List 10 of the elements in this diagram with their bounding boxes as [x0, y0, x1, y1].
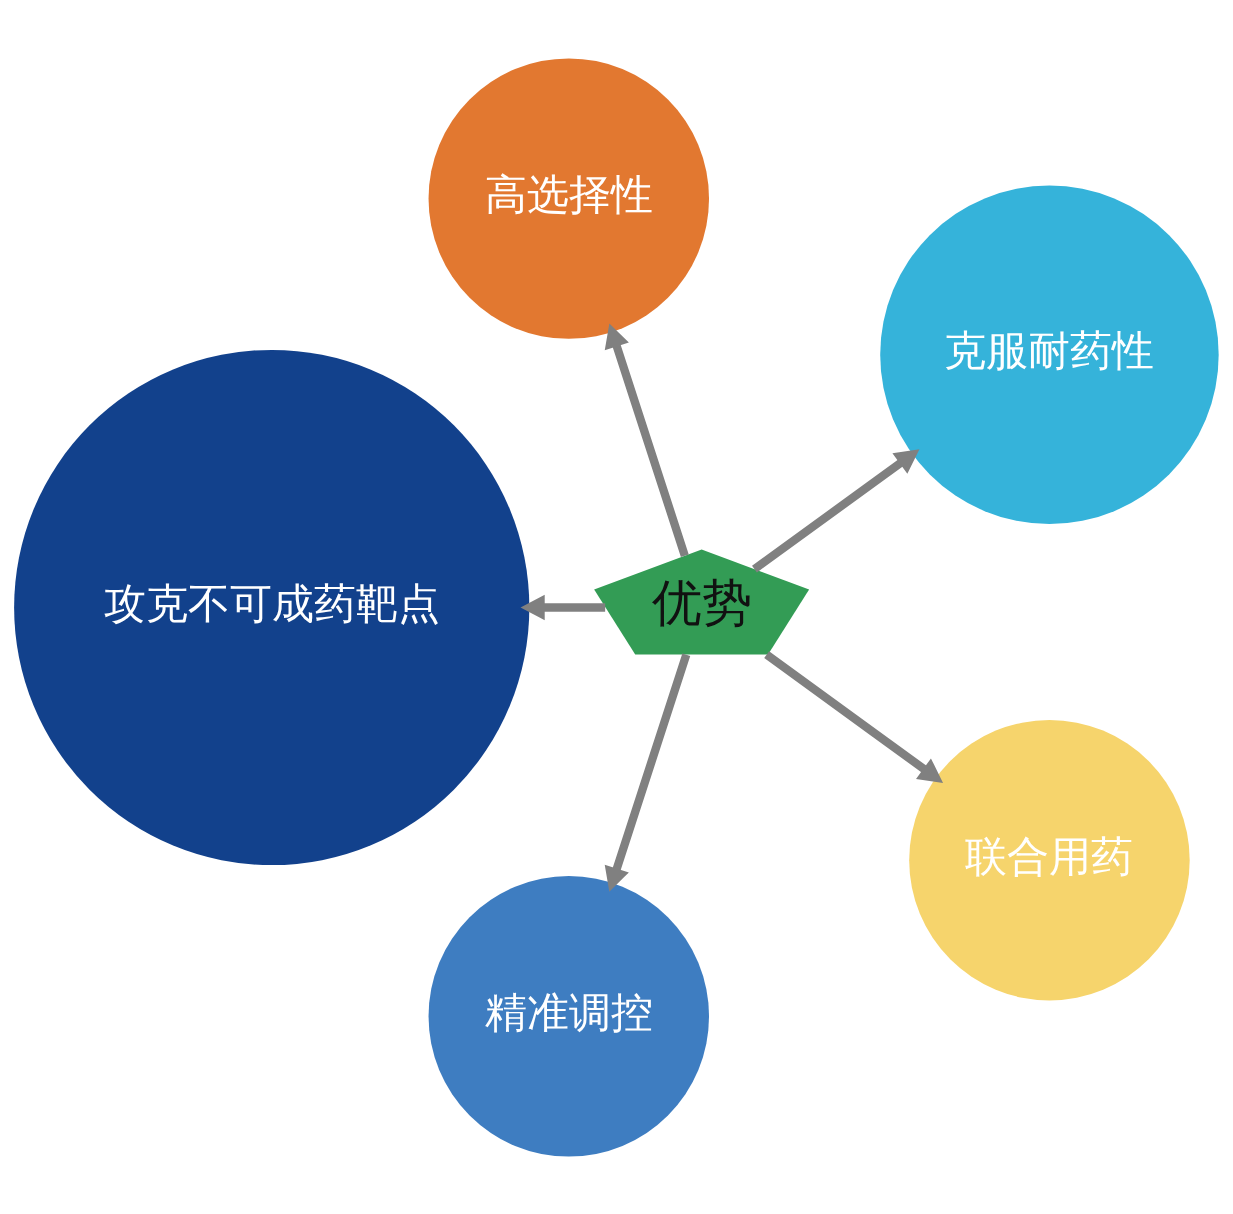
- node-circle: 联合用药: [909, 719, 1190, 1000]
- arrow: [604, 653, 691, 892]
- arrow: [764, 650, 944, 783]
- node-circle: 克服耐药性: [880, 185, 1219, 524]
- arrow: [520, 594, 606, 620]
- node-circle: 精准调控: [428, 875, 710, 1157]
- arrow: [752, 448, 920, 572]
- arrow: [604, 322, 689, 557]
- node-circle: 高选择性: [428, 57, 710, 339]
- node-circle: 攻克不可成药靶点: [14, 349, 530, 865]
